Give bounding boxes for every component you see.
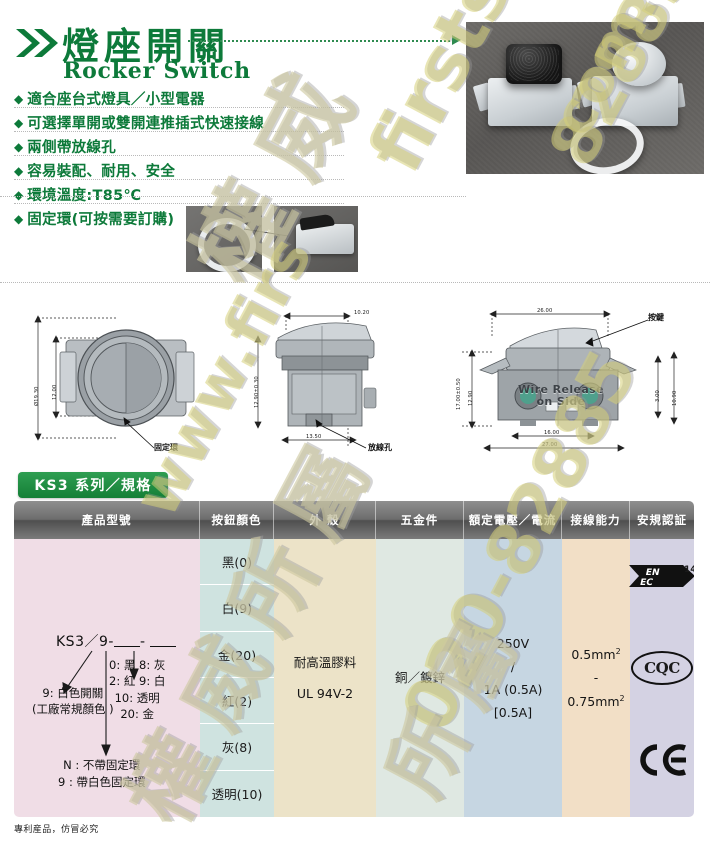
white-rocker-button [612, 42, 666, 86]
drawing-label: 放線孔 [368, 443, 392, 452]
dimension-text: 12.00 [52, 384, 58, 400]
drawing-front-view: Ø19.30 12.00 固定環 [8, 296, 244, 462]
svg-text:EN: EN [645, 568, 661, 578]
diamond-bullet-icon: ◆ [14, 91, 24, 106]
button-color-item: 黑(0) [200, 539, 274, 586]
feature-text: 容易裝配、耐用、安全 [27, 164, 176, 180]
shell-line: 耐高溫膠料 [293, 654, 357, 670]
cell-wire-capacity: 0.5mm2 - 0.75mm2 [562, 539, 630, 817]
list-item: ◆ 兩側帶放線孔 [14, 136, 344, 158]
col-header-model: 產品型號 [14, 501, 200, 539]
col-header-voltage: 額定電壓／電流 [464, 501, 562, 539]
list-item: ◆ 適合座台式燈具／小型電器 [14, 88, 344, 110]
spec-table: 產品型號 按鈕顏色 外 殼 五金件 額定電壓／電流 接線能力 安規認証 [14, 501, 694, 817]
model-color-note: 9: 白色開關 (工廠常規顏色 ) [32, 686, 114, 716]
feature-text: 環境溫度:T85℃ [27, 188, 142, 204]
dimension-text: 12.90 [468, 390, 474, 406]
button-color-item: 透明(10) [211, 787, 263, 803]
wire-line: 0.75mm2 [567, 693, 625, 709]
voltage-line: 1A (0.5A) [483, 682, 543, 697]
wire-line: 0.5mm2 [571, 647, 621, 663]
voltage-line: [0.5A] [493, 705, 533, 721]
col-header-button-color: 按鈕顏色 [200, 501, 274, 539]
feature-text: 固定環(可按需要訂購) [27, 212, 175, 228]
black-rocker-button [506, 44, 562, 84]
col-header-wire: 接線能力 [562, 501, 630, 539]
diamond-bullet-icon: ◆ [14, 139, 24, 154]
cell-certifications: EN EC 14 CQC [629, 539, 694, 817]
wire-line: - [593, 670, 599, 686]
shell-line: UL 94V-2 [296, 686, 354, 701]
section-divider [0, 282, 710, 283]
feature-text: 兩側帶放線孔 [27, 140, 117, 156]
footer-note: 專利産品，仿冒必究 [14, 825, 99, 835]
cell-button-colors: 黑(0) 白(9) 金(20) 紅(2) 灰(8) 透明(10) [200, 539, 274, 817]
cell-metal-parts: 銅／鍍鋅 [376, 539, 464, 817]
button-color-item: 金(20) [200, 632, 274, 678]
cqc-logo: CQC [631, 651, 693, 685]
series-badge-label: KS3 系列／規格 [34, 478, 152, 494]
arrow-right-icon [452, 35, 461, 45]
page-title-en: Rocker Switch [63, 58, 251, 84]
switch-detail-photo [274, 206, 358, 272]
feature-text: 可選擇單開或雙開連推插式快速接線 [27, 116, 265, 132]
drawing-label: 按鍵 [648, 313, 664, 322]
model-ring-list: N : 不帶固定環 9 : 帶白色固定環 [58, 758, 146, 789]
metal-line: 銅／鍍鋅 [394, 670, 445, 686]
diamond-bullet-icon: ◆ [14, 115, 24, 130]
dimension-text: 12.90±0.30 [254, 376, 260, 408]
col-header-cert: 安規認証 [637, 513, 687, 527]
table-body: KS3／9-- 9: 白色開關 (工廠常規顏色 ) 0: 黑 8: 灰 2: 紅… [14, 539, 694, 817]
cell-shell-material: 耐高溫膠料 UL 94V-2 [274, 539, 376, 817]
feature-list: ◆ 適合座台式燈具／小型電器 ◆ 可選擇單開或雙開連推插式快速接線 ◆ 兩側帶放… [14, 88, 344, 232]
button-color-item: 紅(2) [200, 678, 274, 725]
button-color-item: 白(9) [200, 585, 274, 632]
header-dotted-rule [188, 40, 450, 43]
dimension-text: 10.20 [354, 310, 370, 316]
list-item: ◆ 容易裝配、耐用、安全 [14, 160, 344, 182]
list-item: ◆ 環境溫度:T85℃ [14, 184, 344, 206]
dimension-text: 10.90 [672, 390, 678, 406]
col-header-metal: 五金件 [376, 501, 464, 539]
diamond-bullet-icon: ◆ [14, 211, 24, 226]
double-chevron-right-icon [16, 29, 58, 57]
button-color-item: 灰(8) [200, 724, 274, 771]
list-item: ◆ 固定環(可按需要訂購) [14, 208, 314, 230]
feature-text: 適合座台式燈具／小型電器 [27, 92, 205, 108]
enec-number: 14 [684, 565, 694, 575]
dimension-text: 13.50 [306, 434, 322, 440]
dimension-text: 26.00 [537, 308, 553, 314]
dimension-text: 27.00 [542, 442, 558, 448]
enec-logo: EN EC [629, 565, 694, 588]
page-title-cn: 燈座開關 [62, 25, 230, 68]
svg-text:EC: EC [639, 578, 654, 588]
drawing-label: 固定環 [154, 443, 178, 452]
drawing-side-view: 10.20 13.50 12.90±0.30 放線孔 [248, 296, 458, 462]
list-item: ◆ 可選擇單開或雙開連推插式快速接線 [14, 112, 344, 134]
diamond-bullet-icon: ◆ [14, 187, 24, 202]
cell-rated-voltage: 250V / 1A (0.5A) [0.5A] [464, 539, 562, 817]
cell-model-number: KS3／9-- 9: 白色開關 (工廠常規顏色 ) 0: 黑 8: 灰 2: 紅… [14, 539, 200, 817]
series-badge: KS3 系列／規格 [18, 472, 168, 498]
wire-release-note: Wire Release on Side [517, 383, 604, 408]
product-photo-main [466, 22, 704, 174]
dimension-text: 16.00 [544, 430, 560, 436]
retaining-ring-photo [186, 206, 262, 272]
table-header-row: 產品型號 按鈕顏色 外 殼 五金件 額定電壓／電流 接線能力 安規認証 [14, 501, 694, 539]
voltage-line: 250V [496, 635, 530, 651]
dimension-text: 3.00 [655, 390, 661, 402]
voltage-line: / [510, 658, 516, 674]
diamond-bullet-icon: ◆ [14, 163, 24, 178]
header-section: 燈座開關 Rocker Switch ◆ 適合座台式燈具／小型電器 ◆ 可選擇單… [0, 0, 710, 272]
dimension-text: Ø19.30 [34, 386, 40, 406]
ce-logo [635, 743, 689, 785]
col-header-shell: 外 殼 [274, 501, 376, 539]
cqc-label: CQC [644, 659, 680, 677]
dimension-text: 17.00±0.50 [456, 378, 462, 410]
model-color-list: 0: 黑 8: 灰 2: 紅 9: 白 10: 透明 20: 金 [109, 658, 166, 721]
drawing-rear-view: 26.00 16.00 27.00 12.90 3.00 10.90 17.00… [456, 296, 706, 462]
model-code: KS3／9-- [56, 631, 177, 651]
